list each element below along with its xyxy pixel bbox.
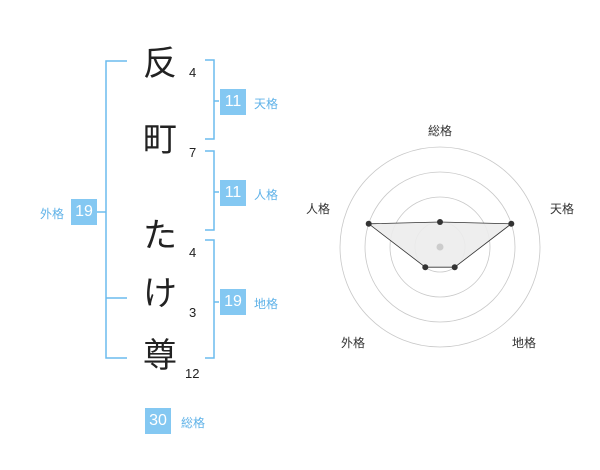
radar-axis-label-chikaku: 地格: [512, 336, 537, 350]
radar-grid-ring: [389, 196, 491, 298]
chikaku-value-badge: 19: [220, 289, 246, 315]
name-char-5: 尊: [143, 336, 177, 376]
tenkaku-label: 天格: [254, 97, 279, 111]
soukaku-value-badge: 30: [145, 408, 171, 434]
tenkaku-bracket: [205, 59, 215, 140]
jinkaku-label: 人格: [254, 188, 279, 202]
radar-point-5: [365, 220, 372, 227]
radar-point-2: [508, 220, 515, 227]
name-char-4: け: [143, 274, 177, 314]
radar-axis-label-gaikaku: 外格: [341, 336, 366, 350]
gaikaku-bracket: [105, 60, 127, 359]
radar-axis-label-soukaku: 総格: [428, 124, 453, 138]
soukaku-label: 総格: [181, 416, 206, 430]
radar-grid-ring: [364, 171, 516, 323]
stroke-count-2: 7: [189, 145, 197, 160]
stroke-count-1: 4: [189, 65, 197, 80]
name-char-2: 町: [143, 120, 177, 160]
radar-axis-label-jinkaku: 人格: [306, 202, 331, 216]
radar-grid-ring: [339, 146, 541, 348]
stroke-count-3: 4: [189, 245, 197, 260]
name-char-1: 反: [143, 44, 177, 84]
jinkaku-value-badge: 11: [220, 180, 246, 206]
radar-point-1: [437, 219, 443, 225]
gaikaku-label: 外格: [40, 207, 65, 221]
stroke-count-4: 3: [189, 305, 197, 320]
gaikaku-value-badge: 19: [71, 199, 97, 225]
stroke-count-5: 12: [185, 366, 200, 381]
radar-axis-label-tenkaku: 天格: [550, 202, 575, 216]
radar-point-4: [422, 264, 429, 271]
chikaku-label: 地格: [254, 297, 279, 311]
chikaku-bracket: [205, 239, 215, 359]
radar-center-dot: [436, 243, 444, 251]
tenkaku-value-badge: 11: [220, 89, 246, 115]
radar-point-3: [451, 264, 458, 271]
name-char-3: た: [143, 216, 177, 256]
jinkaku-bracket: [205, 150, 215, 231]
